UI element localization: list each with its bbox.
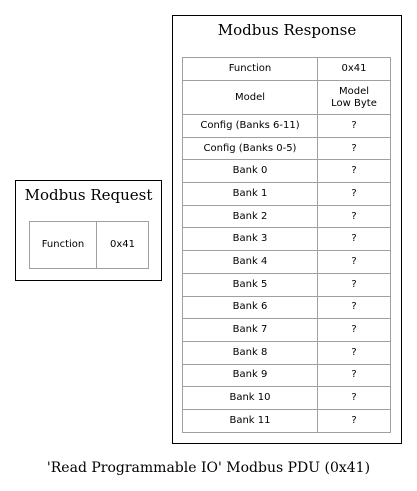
response-field-value: ? — [317, 295, 391, 320]
response-field-value: ? — [317, 182, 391, 206]
response-field-value: Model Low Byte — [317, 80, 391, 115]
response-row: Bank 5? — [182, 272, 391, 297]
response-field-value: ? — [317, 363, 391, 388]
response-row: Bank 11? — [182, 408, 391, 433]
response-field-value: ? — [317, 408, 391, 433]
response-row: Bank 8? — [182, 340, 391, 365]
response-field-name: Bank 2 — [182, 204, 318, 229]
response-field-name: Bank 3 — [182, 227, 318, 252]
response-field-name: Bank 7 — [182, 318, 318, 342]
response-row: Bank 6? — [182, 295, 391, 320]
response-field-name: Bank 10 — [182, 386, 318, 410]
request-field-name: Function — [29, 221, 97, 269]
response-field-name: Bank 5 — [182, 272, 318, 297]
response-field-value: ? — [317, 250, 391, 274]
response-field-name: Bank 0 — [182, 159, 318, 184]
response-row: Config (Banks 6-11)? — [182, 114, 391, 138]
response-field-value: ? — [317, 340, 391, 365]
modbus-request-title: Modbus Request — [24, 186, 153, 204]
response-field-name: Bank 4 — [182, 250, 318, 274]
response-field-value: ? — [317, 272, 391, 297]
response-field-name: Config (Banks 6-11) — [182, 114, 318, 138]
response-field-name: Config (Banks 0-5) — [182, 136, 318, 161]
response-row: Bank 0? — [182, 159, 391, 184]
response-field-name: Bank 11 — [182, 408, 318, 433]
response-field-value: 0x41 — [317, 57, 391, 81]
response-row: Bank 9? — [182, 363, 391, 388]
response-field-value: ? — [317, 318, 391, 342]
response-row: Bank 2? — [182, 204, 391, 229]
response-field-name: Function — [182, 57, 318, 81]
response-field-value: ? — [317, 136, 391, 161]
response-row: Bank 4? — [182, 250, 391, 274]
response-row: Bank 7? — [182, 318, 391, 342]
response-field-value: ? — [317, 386, 391, 410]
request-field-value: 0x41 — [96, 221, 149, 269]
response-field-name: Bank 8 — [182, 340, 318, 365]
response-row: Bank 3? — [182, 227, 391, 252]
response-field-name: Bank 9 — [182, 363, 318, 388]
response-field-name: Model — [182, 80, 318, 115]
modbus-response-title: Modbus Response — [217, 21, 357, 39]
response-field-value: ? — [317, 159, 391, 184]
response-field-value: ? — [317, 204, 391, 229]
response-field-name: Bank 6 — [182, 295, 318, 320]
response-row: Bank 1? — [182, 182, 391, 206]
response-field-value: ? — [317, 227, 391, 252]
response-field-value: ? — [317, 114, 391, 138]
response-row: Config (Banks 0-5)? — [182, 136, 391, 161]
diagram-caption: 'Read Programmable IO' Modbus PDU (0x41) — [46, 460, 371, 476]
response-field-name: Bank 1 — [182, 182, 318, 206]
response-row: Bank 10? — [182, 386, 391, 410]
